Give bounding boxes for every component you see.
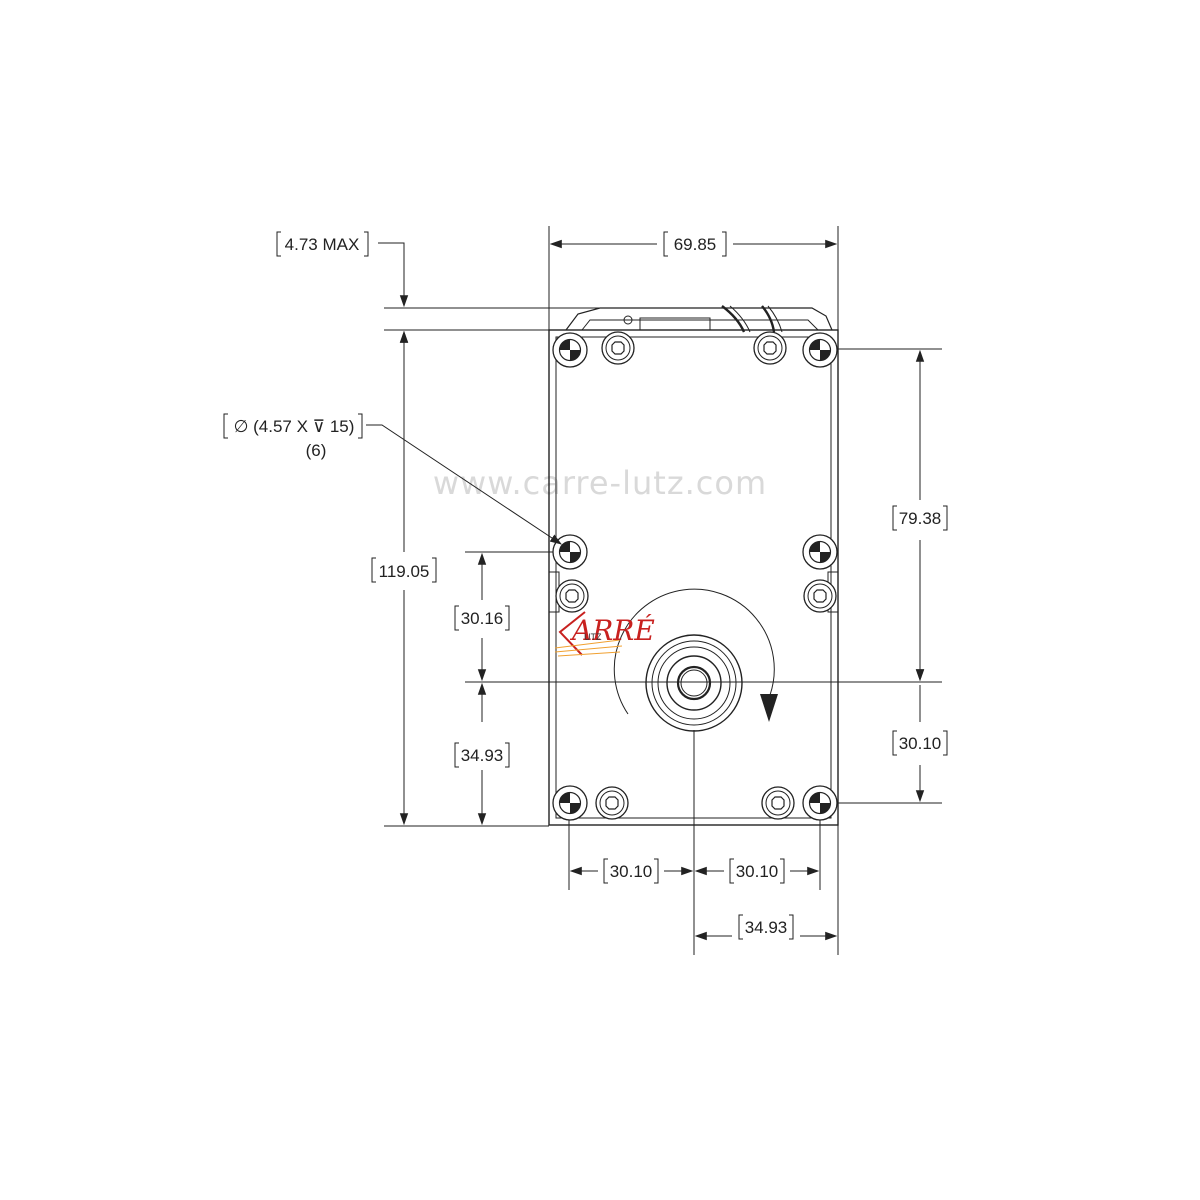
dim-right-lower: 30.10 [892, 730, 948, 756]
dim-width-overall: 69.85 [663, 231, 727, 257]
svg-text:30.10: 30.10 [899, 734, 942, 753]
svg-text:79.38: 79.38 [899, 509, 942, 528]
svg-text:4.73 MAX: 4.73 MAX [285, 235, 360, 254]
svg-text:69.85: 69.85 [674, 235, 717, 254]
svg-text:∅ (4.57 X ⊽ 15): ∅ (4.57 X ⊽ 15) [234, 417, 355, 436]
mounting-hole [552, 332, 588, 368]
screw-icon [595, 786, 629, 820]
mounting-hole [552, 785, 588, 821]
mounting-hole [552, 534, 588, 570]
svg-text:34.93: 34.93 [745, 918, 788, 937]
dim-bottom-right: 30.10 [729, 858, 785, 884]
mounting-hole [802, 785, 838, 821]
screw-icon [761, 786, 795, 820]
dim-hole-spec: ∅ (4.57 X ⊽ 15) (6) [223, 413, 363, 460]
dim-max-top: 4.73 MAX [276, 231, 369, 257]
carre-lutz-logo: ARRÉ UTZ [554, 611, 655, 657]
logo-text-bottom: UTZ [584, 632, 602, 642]
svg-text:(6): (6) [306, 441, 327, 460]
rotation-arrow-icon [613, 588, 778, 722]
screw-icon [803, 579, 837, 613]
svg-text:119.05: 119.05 [379, 562, 430, 581]
mounting-hole [802, 332, 838, 368]
dim-height-overall: 119.05 [371, 557, 437, 583]
dim-left-lower: 34.93 [454, 742, 510, 768]
extension-lines [384, 226, 942, 955]
logo-text-top: ARRÉ [569, 614, 655, 647]
watermark-text: www.carre-lutz.com [433, 464, 767, 502]
dimension-labels: 69.85 4.73 MAX ∅ (4.57 X ⊽ 15) (6) 119.0… [223, 231, 948, 940]
svg-text:30.10: 30.10 [610, 862, 653, 881]
svg-text:34.93: 34.93 [461, 746, 504, 765]
screw-icon [601, 331, 635, 365]
mounting-hole [802, 534, 838, 570]
svg-text:30.16: 30.16 [461, 609, 504, 628]
screw-icon [753, 331, 787, 365]
svg-text:30.10: 30.10 [736, 862, 779, 881]
dimension-arrows [366, 239, 925, 941]
screw-icon [555, 579, 589, 613]
output-shaft [645, 634, 743, 732]
dim-right-upper: 79.38 [892, 505, 948, 531]
dim-bottom-offset: 34.93 [738, 914, 794, 940]
dim-left-upper: 30.16 [454, 605, 510, 631]
dim-bottom-left: 30.10 [603, 858, 659, 884]
